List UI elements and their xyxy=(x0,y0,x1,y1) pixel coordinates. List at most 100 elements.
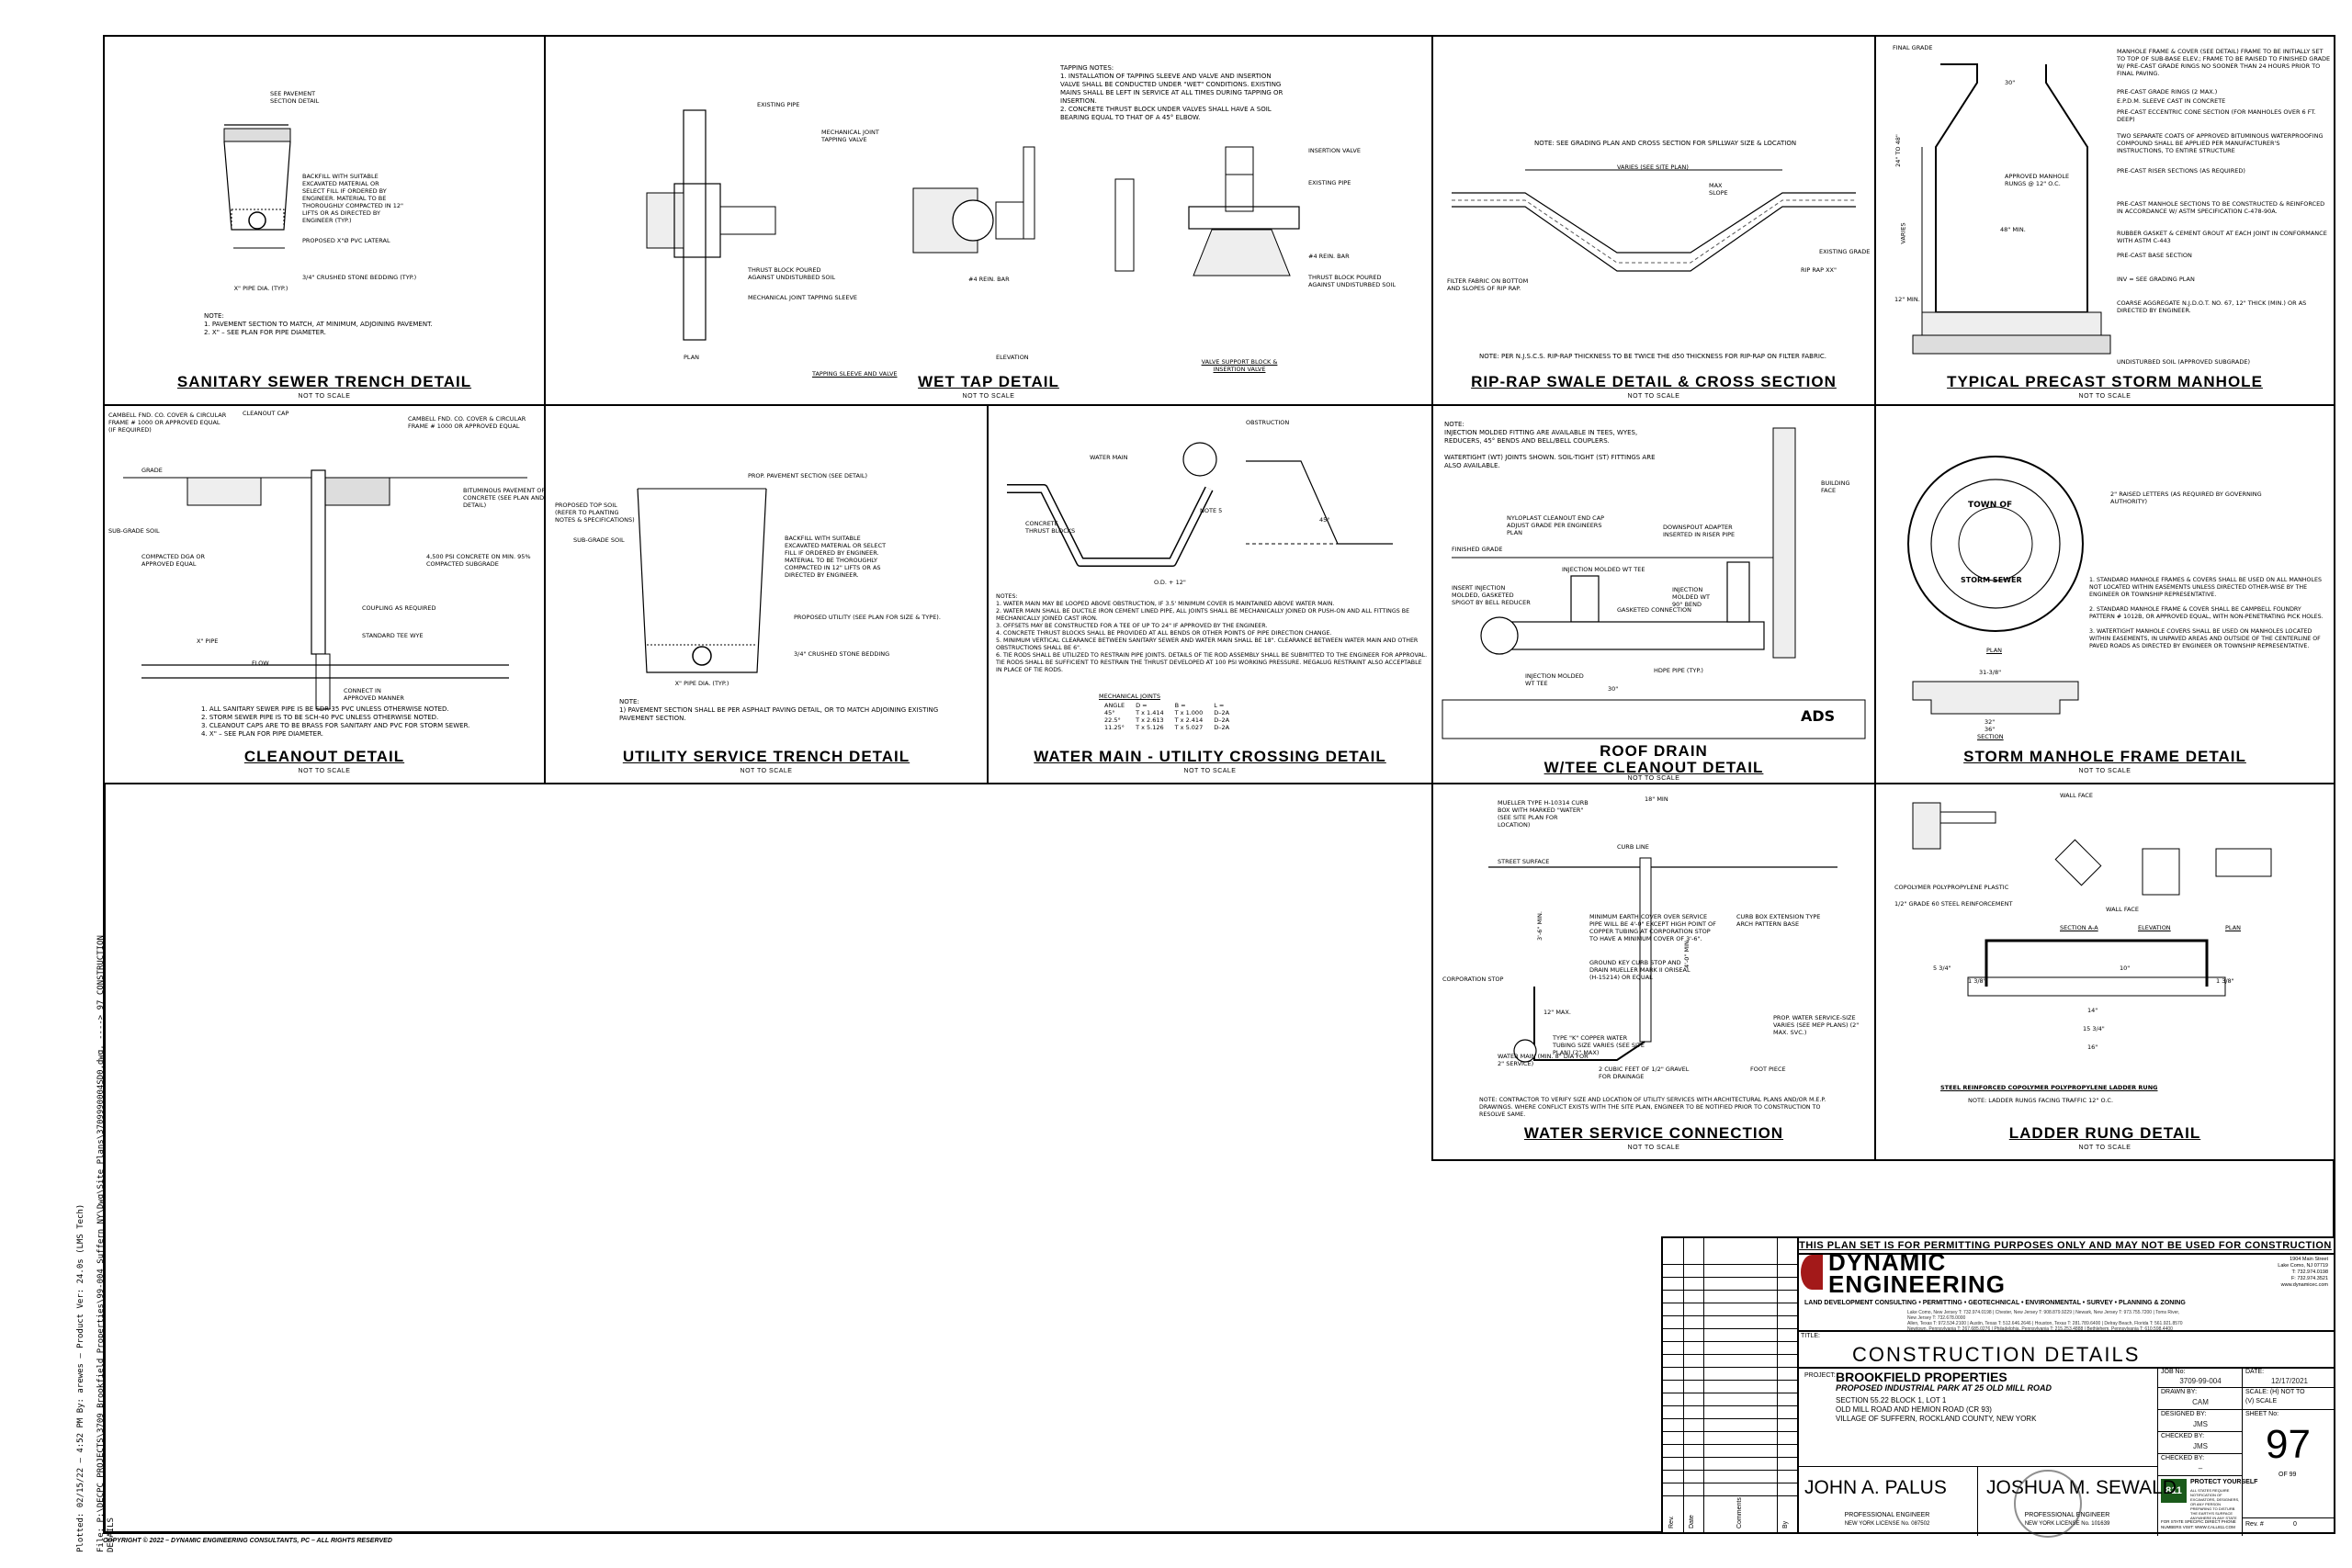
notes: NOTE: CONTRACTOR TO VERIFY SIZE AND LOCA… xyxy=(1479,1097,1826,1118)
label: INSERT INJECTION MOLDED, GASKETED SPIGOT… xyxy=(1452,584,1531,606)
label: FLOW xyxy=(252,660,269,667)
label: PRE-CAST GRADE RINGS (2 MAX.) xyxy=(2117,88,2218,96)
cleanout-panel: CAMBELL FND. CO. COVER & CIRCULAR FRAME … xyxy=(103,404,546,784)
label: BUILDING FACE xyxy=(1821,479,1850,494)
detail-scale: NOT TO SCALE xyxy=(740,768,793,774)
detail-title: WATER SERVICE CONNECTION xyxy=(1523,1124,1784,1142)
company-line-2: ENGINEERING xyxy=(1828,1270,2007,1298)
table-header: B = xyxy=(1174,702,1186,709)
label: STANDARD TEE WYE xyxy=(362,632,424,639)
table-cell: T x 1.414 xyxy=(1136,709,1164,716)
label: 32" xyxy=(1984,718,1996,726)
detail-title: SANITARY SEWER TRENCH DETAIL xyxy=(176,373,472,390)
rev-header: Rev. xyxy=(1668,1516,1675,1529)
label: 1 3/8" xyxy=(2216,977,2234,985)
label: PROPOSED X"Ø PVC LATERAL xyxy=(302,237,390,244)
checked-label-2: CHECKED BY: xyxy=(2161,1455,2205,1461)
call-811-web: FOR STATE SPECIFIC DIRECT PHONE NUMBERS … xyxy=(2161,1519,2236,1529)
label: 3/4" CRUSHED STONE BEDDING xyxy=(794,650,890,658)
label: FINISHED GRADE xyxy=(1452,546,1503,553)
label: ELEVATION xyxy=(996,354,1029,361)
label: 30" xyxy=(1608,685,1619,693)
sanitary-sewer-trench-panel: SEE PAVEMENT SECTION DETAIL BACKFILL WIT… xyxy=(103,35,546,406)
call-811-logo: 811 xyxy=(2161,1479,2187,1503)
detail-title: CLEANOUT DETAIL xyxy=(243,748,405,765)
label: 36" xyxy=(1984,726,1996,733)
label: PRE-CAST RISER SECTIONS (AS REQUIRED) xyxy=(2117,167,2245,175)
label: 12" MIN. xyxy=(1894,296,1920,303)
plot-line-2: File: P:\DECPC PROJECTS\3709 Brookfield … xyxy=(96,935,116,1552)
label: FINAL GRADE xyxy=(1893,44,1933,51)
label: 30" xyxy=(2005,79,2016,86)
detail-title: WATER MAIN - UTILITY CROSSING DETAIL xyxy=(1034,748,1386,765)
detail-scale: NOT TO SCALE xyxy=(2078,393,2132,400)
rev-header: By xyxy=(1782,1520,1789,1529)
riprap-drawing xyxy=(1452,169,1856,272)
scale-label: SCALE: (H) NOT TO xyxy=(2245,1389,2305,1395)
table-cell: D–2A xyxy=(1214,716,1230,724)
notes: NOTE: 1. PAVEMENT SECTION TO MATCH, AT M… xyxy=(204,312,433,336)
label: GROUND KEY CURB STOP AND DRAIN MUELLER M… xyxy=(1589,959,1690,981)
label: TAPPING SLEEVE AND VALVE xyxy=(812,370,898,378)
table-cell: T x 5.126 xyxy=(1136,724,1164,731)
rev-header: Comments xyxy=(1736,1497,1743,1529)
detail-title: LADDER RUNG DETAIL xyxy=(2008,1124,2201,1142)
label: PRE-CAST BASE SECTION xyxy=(2117,252,2192,259)
utility-trench-panel: PROP. PAVEMENT SECTION (SEE DETAIL) PROP… xyxy=(544,404,989,784)
job-number: 3709-99-004 xyxy=(2179,1377,2222,1385)
label: BACKFILL WITH SUITABLE EXCAVATED MATERIA… xyxy=(785,535,887,579)
project-location: SECTION 55.22 BLOCK 1, LOT 1 OLD MILL RO… xyxy=(1836,1396,2037,1423)
label: PLAN xyxy=(1986,647,2002,654)
company-address: 1904 Main Street Lake Como, NJ 07719 T: … xyxy=(2278,1257,2328,1288)
water-main-drawing xyxy=(1007,442,1393,567)
label: 31-3/8" xyxy=(1979,669,2002,676)
label: COARSE AGGREGATE N.J.D.O.T. NO. 67, 12" … xyxy=(2117,299,2307,314)
label: NYLOPLAST CLEANOUT END CAP ADJUST GRADE … xyxy=(1507,514,1605,536)
wet-tap-drawing xyxy=(646,109,1300,341)
detail-title-2: W/TEE CLEANOUT DETAIL xyxy=(1544,759,1764,776)
table-cell: T x 2.414 xyxy=(1174,716,1204,724)
label: 3'-6" MIN. xyxy=(1535,911,1544,941)
label: O.D. + 12" xyxy=(1154,579,1186,586)
cleanout-drawing xyxy=(123,469,527,710)
label: SEE PAVEMENT SECTION DETAIL xyxy=(270,90,320,105)
label: 3/4" CRUSHED STONE BEDDING (TYP.) xyxy=(302,274,417,281)
label: 2" RAISED LETTERS (AS REQUIRED BY GOVERN… xyxy=(2110,491,2262,505)
project-label: PROJECT: xyxy=(1804,1372,1836,1379)
detail-title: ROOF DRAIN xyxy=(1600,742,1708,760)
label: OBSTRUCTION xyxy=(1246,419,1290,426)
label: MUELLER TYPE H-10314 CURB BOX WITH MARKE… xyxy=(1498,799,1589,829)
label: MINIMUM EARTH COVER OVER SERVICE PIPE WI… xyxy=(1589,913,1716,942)
label: MANHOLE FRAME & COVER (SEE DETAIL) FRAME… xyxy=(2117,48,2331,77)
label: ELEVATION xyxy=(2138,924,2171,931)
label: SUB-GRADE SOIL xyxy=(573,536,625,544)
label: VARIES xyxy=(1899,222,1907,244)
label: TYPE "K" COPPER WATER TUBING SIZE VARIES… xyxy=(1553,1034,1645,1056)
copyright: COPYRIGHT © 2022 – DYNAMIC ENGINEERING C… xyxy=(103,1538,392,1544)
detail-scale: NOT TO SCALE xyxy=(298,393,351,400)
engineer-1-title: PROFESSIONAL ENGINEER xyxy=(1844,1512,1930,1518)
notes: NOTES: 1. WATER MAIN MAY BE LOOPED ABOVE… xyxy=(996,593,1428,673)
detail-scale: NOT TO SCALE xyxy=(1627,1145,1680,1151)
plot-line-1: Plotted: 02/15/22 – 4:52 PM By: arewes —… xyxy=(76,1203,85,1552)
label: CAMBELL FND. CO. COVER & CIRCULAR FRAME … xyxy=(408,415,526,430)
label: PROP. PAVEMENT SECTION (SEE DETAIL) xyxy=(748,472,868,479)
notes: 1. ALL SANITARY SEWER PIPE IS BE SDR-35 … xyxy=(201,705,470,738)
tapping-notes: TAPPING NOTES: 1. INSTALLATION OF TAPPIN… xyxy=(1060,64,1283,121)
ladder-rung-drawing xyxy=(1912,802,2272,997)
company-line-1: DYNAMIC xyxy=(1828,1248,1947,1276)
water-service-panel: MUELLER TYPE H-10314 CURB BOX WITH MARKE… xyxy=(1431,783,1876,1161)
label: X" PIPE xyxy=(197,637,219,645)
rev-number-label: Rev. # xyxy=(2245,1521,2264,1528)
project-subtitle: PROPOSED INDUSTRIAL PARK AT 25 OLD MILL … xyxy=(1836,1383,2052,1393)
label: 16" xyxy=(2087,1043,2098,1051)
table-cell: D–2A xyxy=(1214,709,1230,716)
label: SECTION xyxy=(1977,733,2004,740)
mechanical-joints-table: ANGLE D = B = L = 45° T x 1.414 T x 1.00… xyxy=(1099,702,1235,731)
call-811-title: PROTECT YOURSELF xyxy=(2190,1479,2258,1485)
label: FILTER FABRIC ON BOTTOM AND SLOPES OF RI… xyxy=(1447,277,1529,292)
detail-scale: NOT TO SCALE xyxy=(2078,1145,2132,1151)
label: NOTE: LADDER RUNGS FACING TRAFFIC 12" O.… xyxy=(1968,1097,2114,1104)
label: 1/2" GRADE 60 STEEL REINFORCEMENT xyxy=(1894,900,2013,908)
table-caption: MECHANICAL JOINTS xyxy=(1099,693,1160,700)
